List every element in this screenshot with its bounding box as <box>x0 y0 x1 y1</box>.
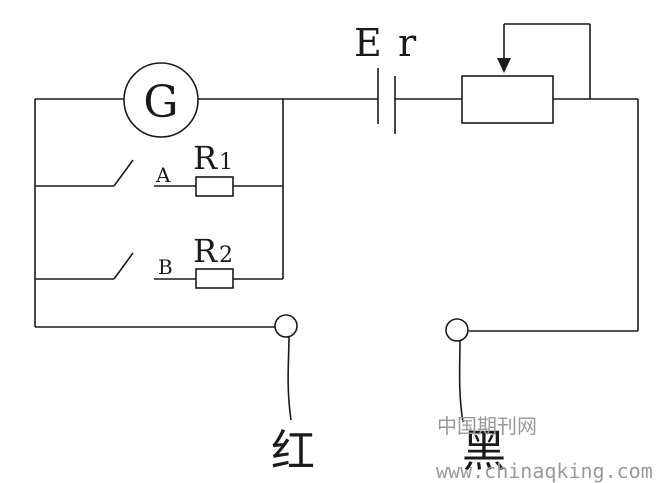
internal-resistance-label: r <box>398 21 417 65</box>
left-outer-wires <box>34 98 276 328</box>
resistor-r2-label: R <box>193 232 218 270</box>
top-wire-to-battery <box>198 98 378 279</box>
galvanometer-label: G <box>143 77 178 128</box>
resistor-r2 <box>195 268 234 289</box>
emf-label: E <box>354 21 382 65</box>
galvanometer: G <box>123 62 199 138</box>
watermark-url: www.chinaqking.com <box>436 459 653 483</box>
resistor-r1-subscript: 1 <box>219 150 233 175</box>
branch-b: B R 2 <box>35 232 283 289</box>
watermark-cn: 中国期刊网 <box>437 414 537 438</box>
terminal-black-label: 黑 <box>462 426 506 477</box>
branch-a: A R 1 <box>35 139 283 197</box>
watermark: 中国期刊网 www.chinaqking.com <box>436 414 653 483</box>
switch-b-label: B <box>158 255 173 279</box>
switch-a-blade <box>113 159 134 187</box>
terminal-red: 红 <box>271 314 315 477</box>
terminal-red-label: 红 <box>271 426 315 477</box>
resistor-r1 <box>195 176 234 197</box>
resistor-r2-subscript: 2 <box>219 243 233 268</box>
slider-arrow-icon <box>497 58 511 73</box>
switch-b-blade <box>113 252 134 280</box>
resistor-r1-label: R <box>193 139 218 177</box>
terminal-black: 黑 <box>445 318 506 477</box>
battery: E r <box>354 21 462 134</box>
rheostat <box>461 23 639 332</box>
switch-a-label: A <box>155 163 171 187</box>
